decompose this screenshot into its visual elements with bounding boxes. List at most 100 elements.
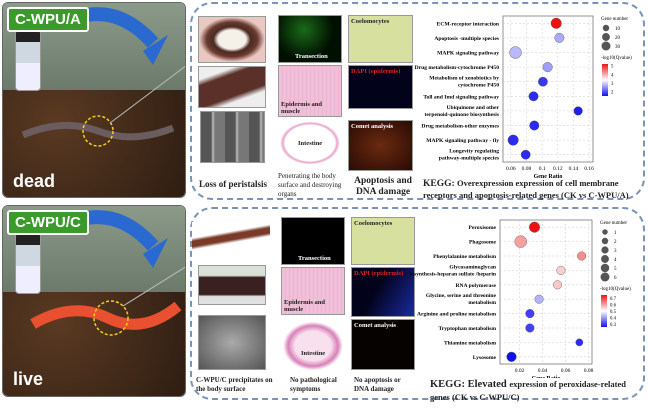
size-legend-label: 3 xyxy=(614,249,617,254)
category-label: Drug metabolism-cytochrome P450 xyxy=(415,65,500,71)
size-legend-marker xyxy=(601,41,611,51)
data-point xyxy=(575,338,584,347)
color-legend-tick: 3 xyxy=(611,82,614,87)
caption-2: Penetrating the body surface and destroy… xyxy=(278,172,342,198)
coelomocytes-label: Coelomocytes xyxy=(351,18,390,25)
caption-1: C-WPU/C precipitates on the body surface xyxy=(196,376,273,393)
comet-image: Comet analysis xyxy=(351,319,415,370)
size-legend-label: 1 xyxy=(614,231,617,236)
dapi-label: DAPI (epidermis) xyxy=(354,270,404,277)
category-label: Phagosome xyxy=(469,240,497,246)
color-legend-tick: 2 xyxy=(611,91,614,96)
data-point xyxy=(506,351,517,362)
kegg-bubble-chart-bottom: 0.020.040.060.08Gene RatioPeroxisomePhag… xyxy=(410,219,631,378)
caption-3: No apoptosis or DNA damage xyxy=(354,376,401,393)
transection-image: Transection xyxy=(278,15,342,63)
data-point xyxy=(525,323,535,333)
size-legend-marker xyxy=(602,33,610,41)
kegg-summary: KEGG: Elevated expression of peroxidase-… xyxy=(430,378,645,404)
photo-worm-whole xyxy=(192,222,270,262)
color-legend-tick: 0.3 xyxy=(610,323,617,328)
x-axis-label: Gene Ratio xyxy=(532,376,561,378)
dapi-image: DAPI (epidermis) xyxy=(351,267,415,317)
comet-image: Comet analysis xyxy=(348,120,413,171)
transection-image: Transection xyxy=(281,217,345,265)
category-label: Toll and Imd signaling pathway xyxy=(423,94,499,100)
state-label: dead xyxy=(13,171,56,191)
x-tick-label: 0.14 xyxy=(569,166,579,172)
color-legend-title: -log10(Qvalue) xyxy=(601,56,632,61)
comet-label: Comet analysis xyxy=(354,322,397,329)
caption-1: Loss of peristalsis xyxy=(198,179,267,189)
size-legend-title: Gene number xyxy=(601,17,628,22)
soil xyxy=(3,90,185,197)
category-label: Phenylalanine metabolism xyxy=(433,254,496,260)
x-tick-label: 0.04 xyxy=(538,368,548,374)
color-legend-tick: 4 xyxy=(611,73,614,78)
color-legend-tick: 0.4 xyxy=(610,316,617,321)
coelomocytes-image: Coelomocytes xyxy=(348,15,413,63)
vial xyxy=(15,232,41,294)
epidermis-image: Epidermis and muscle xyxy=(278,65,342,117)
category-label: Lysosome xyxy=(473,355,497,361)
data-point xyxy=(514,235,527,248)
caption-2: No pathological symptoms xyxy=(290,376,337,393)
color-legend-bar xyxy=(602,64,608,96)
category-label: Tryptophan metabolism xyxy=(438,326,496,332)
category-label: Apoptosis -multiple species xyxy=(434,36,499,42)
size-legend-label: 6 xyxy=(614,276,617,281)
size-legend-label: 10 xyxy=(615,27,621,32)
size-legend-marker xyxy=(601,255,609,263)
x-axis-label: Gene Ratio xyxy=(534,174,563,178)
dapi-image: DAPI (epidermis) xyxy=(348,65,413,109)
color-legend-title: -log10(Qvalue) xyxy=(600,287,631,292)
results-frame-bottom xyxy=(190,207,645,400)
kegg-text: Overexpression expression of cell membra… xyxy=(423,178,629,200)
data-point xyxy=(509,46,522,59)
intestine-image: Intestine xyxy=(278,120,342,166)
size-legend-title: Gene number xyxy=(600,221,627,226)
x-tick-label: 0.02 xyxy=(515,368,525,374)
data-point xyxy=(573,106,583,116)
data-point xyxy=(542,62,553,73)
dapi-label: DAPI (epidermis) xyxy=(351,68,401,75)
epidermis-image: Epidermis and muscle xyxy=(281,267,345,315)
category-label: Drug metabolism-other enzymes xyxy=(421,124,499,130)
kegg-prefix: KEGG: xyxy=(423,179,455,189)
scene-dead: C-WPU/A dead xyxy=(2,2,186,198)
data-point xyxy=(538,76,548,87)
data-point xyxy=(554,32,565,43)
results-frame-top xyxy=(190,2,645,200)
intestine-label: Intestine xyxy=(301,350,326,357)
size-legend-label: 4 xyxy=(614,258,617,263)
treatment-tag: C-WPU/C xyxy=(7,210,89,235)
size-legend-label: 2 xyxy=(614,240,617,245)
size-legend-label: 30 xyxy=(615,45,621,50)
x-tick-label: 0.08 xyxy=(584,368,594,374)
data-point xyxy=(552,280,563,290)
x-tick-label: 0.1 xyxy=(539,166,546,172)
data-point xyxy=(529,120,540,131)
data-point xyxy=(529,221,540,233)
epidermis-label: Epidermis and muscle xyxy=(284,299,325,313)
color-legend-tick: 0.6 xyxy=(610,304,617,309)
category-label: MAPK signaling pathway - fly xyxy=(426,138,499,144)
sem-image xyxy=(200,111,265,163)
size-legend-marker xyxy=(601,246,609,254)
sem-image xyxy=(198,315,266,370)
color-legend-tick: 0.5 xyxy=(610,310,617,315)
coelomocytes-label: Coelomocytes xyxy=(354,220,393,227)
size-legend-marker xyxy=(600,263,610,273)
data-point xyxy=(520,149,531,160)
kegg-summary: KEGG: Overexpression expression of cell … xyxy=(423,178,643,202)
data-point xyxy=(528,91,539,102)
x-tick-label: 0.06 xyxy=(506,166,516,172)
arrow-and-worm xyxy=(21,7,185,147)
photo-worm-coiled xyxy=(198,16,266,63)
data-point xyxy=(534,294,544,304)
